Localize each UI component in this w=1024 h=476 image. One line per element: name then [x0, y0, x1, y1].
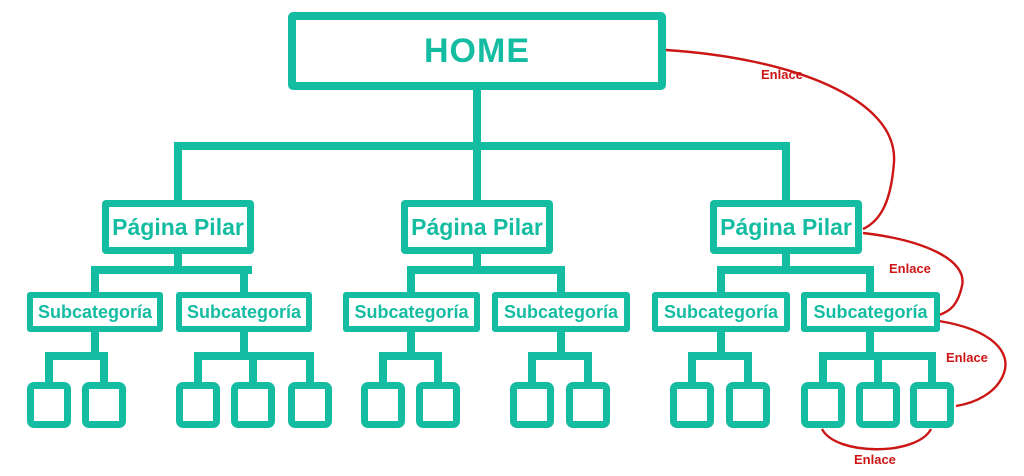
leaf-node [726, 382, 770, 428]
subcategory-node-3: Subcategoría [343, 292, 480, 332]
connector-line [194, 356, 202, 384]
link-label-4: Enlace [854, 452, 896, 467]
connector-line [91, 328, 99, 356]
leaf-node [82, 382, 126, 428]
connector-line [379, 356, 387, 384]
connector-line [557, 328, 565, 356]
connector-line [717, 328, 725, 356]
connector-line [434, 356, 442, 384]
subcategory-node-6: Subcategoría [801, 292, 940, 332]
connector-line [100, 356, 108, 384]
leaf-node [801, 382, 845, 428]
connector-line [819, 356, 827, 384]
connector-line [557, 270, 565, 294]
leaf-node [231, 382, 275, 428]
connector-line [473, 146, 481, 202]
subcategory-node-label: Subcategoría [813, 301, 928, 322]
connector-line [528, 352, 592, 360]
connector-line [174, 142, 790, 150]
connector-line [528, 356, 536, 384]
connector-line [744, 356, 752, 384]
connector-line [782, 146, 790, 202]
pillar-node-label: Página Pilar [720, 213, 852, 240]
connector-line [240, 270, 248, 294]
connector-line [407, 270, 415, 294]
connector-line [874, 356, 882, 384]
connector-line [688, 356, 696, 384]
connector-line [45, 356, 53, 384]
subcategory-node-label: Subcategoría [663, 301, 779, 322]
leaf-node [856, 382, 900, 428]
subcategory-node-label: Subcategoría [354, 301, 469, 322]
connector-line [473, 248, 481, 270]
connector-line [174, 248, 182, 270]
subcategory-node-label: Subcategoría [186, 301, 302, 322]
pillar-node-2: Página Pilar [401, 200, 553, 254]
connector-line [473, 88, 481, 146]
pillar-node-3: Página Pilar [710, 200, 862, 254]
subcategory-node-5: Subcategoría [652, 292, 790, 332]
subcategory-node-label: Subcategoría [503, 301, 619, 322]
leaf-node [361, 382, 405, 428]
leaf-node [910, 382, 954, 428]
leaf-node [288, 382, 332, 428]
subcategory-node-1: Subcategoría [27, 292, 163, 332]
pillar-node-1: Página Pilar [102, 200, 254, 254]
subcategory-node-4: Subcategoría [492, 292, 630, 332]
pillar-node-label: Página Pilar [112, 213, 244, 240]
connector-line [407, 266, 565, 274]
connector-line [866, 270, 874, 294]
connector-line [782, 248, 790, 270]
connector-line [379, 352, 442, 360]
connector-line [407, 328, 415, 356]
link-label-3: Enlace [946, 350, 988, 365]
connector-line [240, 328, 248, 356]
connector-line [249, 356, 257, 384]
link-label-2: Enlace [889, 261, 931, 276]
home-node: HOME [288, 12, 666, 90]
connector-line [584, 356, 592, 384]
leaf-node [510, 382, 554, 428]
link-curve-4 [820, 428, 933, 451]
connector-line [688, 352, 752, 360]
pillar-node-label: Página Pilar [411, 213, 543, 240]
subcategory-node-2: Subcategoría [176, 292, 312, 332]
home-node-label: HOME [424, 31, 530, 70]
connector-line [91, 270, 99, 294]
leaf-node [566, 382, 610, 428]
connector-line [717, 266, 874, 274]
connector-line [45, 352, 108, 360]
connector-line [866, 328, 874, 356]
connector-line [174, 146, 182, 202]
leaf-node [27, 382, 71, 428]
connector-line [717, 270, 725, 294]
leaf-node [176, 382, 220, 428]
subcategory-node-label: Subcategoría [37, 301, 153, 322]
leaf-node [670, 382, 714, 428]
link-label-1: Enlace [761, 67, 803, 82]
connector-line [306, 356, 314, 384]
leaf-node [416, 382, 460, 428]
connector-line [91, 266, 252, 274]
connector-line [928, 356, 936, 384]
